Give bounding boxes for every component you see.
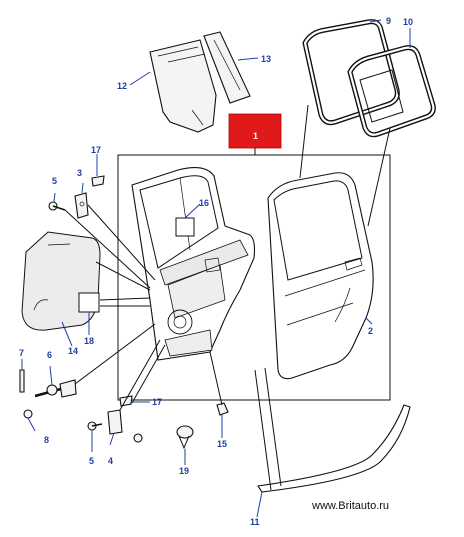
seal-plug-7: [19, 369, 25, 393]
bolt-5c: [133, 433, 143, 443]
trim-strip-11: [257, 404, 411, 493]
callout-5b: 5: [89, 456, 94, 466]
callout-6: 6: [47, 350, 52, 360]
grommet-19: [176, 425, 194, 450]
callout-2: 2: [368, 326, 373, 336]
callout-17b: 17: [152, 397, 162, 407]
door-glass-12: [149, 39, 217, 133]
leader-lines: [64, 104, 391, 491]
hinge-3: [74, 192, 89, 219]
check-arm-6: [34, 379, 77, 398]
callout-15: 15: [217, 439, 227, 449]
clip-17a: [91, 175, 105, 187]
callout-14: 14: [68, 346, 78, 356]
bolt-5a: [48, 201, 66, 211]
watermark: www.Britauto.ru: [312, 500, 390, 512]
callout-13: 13: [261, 54, 271, 64]
callout-5a: 5: [52, 176, 57, 186]
bolt-8: [23, 409, 33, 419]
callout-16: 16: [199, 198, 209, 208]
clip-17b: [119, 395, 133, 407]
bolt-5b: [87, 421, 103, 431]
quarter-glass-13: [203, 31, 251, 104]
callout-12: 12: [117, 81, 127, 91]
callout-7: 7: [19, 348, 24, 358]
callout-4: 4: [108, 456, 113, 466]
callout-lines: [21, 19, 411, 518]
callout-17a: 17: [91, 145, 101, 155]
bumper-15: [216, 402, 229, 416]
callout-3: 3: [77, 168, 82, 178]
callout-18: 18: [84, 336, 94, 346]
door-inner-frame: [131, 167, 256, 361]
callout-1: 1: [253, 131, 258, 141]
assembly-frame: [117, 154, 391, 401]
callout-10: 10: [403, 17, 413, 27]
callout-8: 8: [44, 435, 49, 445]
pad-18: [78, 292, 100, 313]
callout-19: 19: [179, 466, 189, 476]
door-trim-14: [21, 231, 101, 331]
door-seal-10: [347, 45, 436, 138]
callout-9: 9: [386, 16, 391, 26]
callout-11: 11: [250, 517, 260, 527]
hinge-4: [107, 409, 123, 435]
door-outer-panel-2: [267, 172, 374, 380]
